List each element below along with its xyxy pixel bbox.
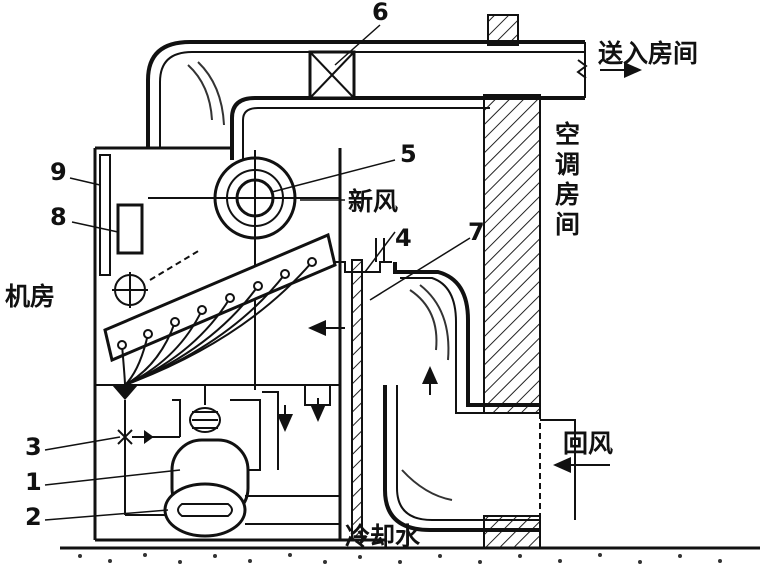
- building-wall: [483, 14, 576, 549]
- evaporator-coil: [103, 232, 337, 400]
- label-8: 8: [50, 203, 67, 231]
- label-machine-room: 机房: [5, 282, 55, 311]
- label-5: 5: [400, 140, 417, 168]
- return-duct-7: [383, 262, 540, 532]
- label-cooling-water: 冷却水: [345, 522, 421, 551]
- label-ac-room-4: 间: [555, 210, 580, 239]
- supply-duct: [146, 40, 588, 160]
- airflow-swirls: [187, 61, 453, 501]
- label-7: 7: [468, 218, 485, 246]
- control-box-8: [116, 203, 144, 255]
- damper-6: [308, 50, 356, 100]
- label-fresh-air: 新风: [348, 187, 398, 216]
- panel-9: [99, 154, 111, 276]
- expansion-valve-3: [117, 385, 331, 516]
- label-supply-room: 送入房间: [598, 39, 698, 68]
- label-2: 2: [25, 503, 42, 531]
- label-ac-room-2: 调: [555, 150, 580, 179]
- label-return-air: 回风: [563, 429, 613, 458]
- condenser-2: [163, 482, 340, 538]
- label-ac-room-1: 空: [555, 120, 580, 149]
- flow-arrows: [277, 62, 642, 473]
- label-3: 3: [25, 433, 42, 461]
- ground: [60, 546, 760, 564]
- label-4: 4: [395, 224, 412, 252]
- label-6: 6: [372, 0, 389, 26]
- leader-lines: [44, 24, 471, 521]
- fan-motor: [112, 249, 201, 308]
- label-ac-room-3: 房: [555, 180, 580, 209]
- filter-4: [335, 238, 392, 541]
- label-9: 9: [50, 158, 67, 186]
- label-1: 1: [25, 468, 42, 496]
